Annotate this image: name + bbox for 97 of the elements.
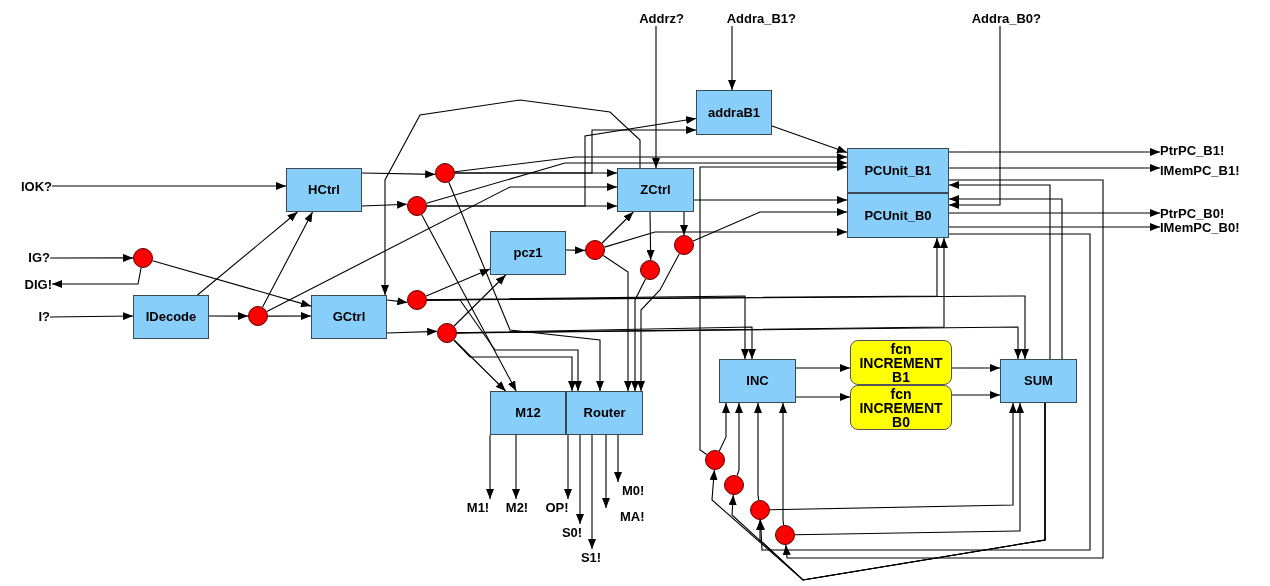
process-box: PCUnit_B1 — [847, 148, 949, 193]
process-box: addraB1 — [696, 90, 772, 135]
arrow — [948, 223, 1161, 231]
port-label: IOK? — [8, 178, 52, 194]
arrow — [637, 253, 680, 392]
port-label: S1! — [575, 549, 607, 565]
arrow — [448, 181, 604, 392]
arrow — [680, 211, 688, 236]
port-label: S0! — [556, 524, 588, 540]
arrow — [426, 299, 582, 392]
port-label: PtrPC_B0! — [1160, 206, 1250, 220]
arrow — [454, 153, 848, 173]
arrow — [49, 253, 134, 262]
arrow — [564, 434, 572, 500]
arrow — [754, 402, 762, 501]
arrow — [426, 237, 941, 301]
arrow — [51, 267, 142, 288]
arrow — [794, 402, 1024, 536]
arrow — [779, 402, 787, 526]
arrow — [757, 233, 1091, 551]
arrow — [652, 25, 660, 169]
arrow — [51, 182, 287, 190]
arrow — [948, 148, 1161, 156]
arrow — [361, 170, 436, 179]
process-box: HCtrl — [286, 168, 362, 212]
arrow — [266, 183, 618, 312]
arrow — [267, 312, 312, 320]
arrow — [426, 159, 848, 204]
arrow — [699, 163, 848, 456]
arrow — [262, 211, 314, 308]
arrow — [795, 364, 851, 372]
port-label: M1! — [462, 499, 494, 515]
process-box: INC — [719, 359, 796, 403]
arrow — [692, 208, 848, 242]
arrow — [951, 364, 1001, 372]
port-label: I? — [20, 308, 50, 324]
arrow — [453, 339, 576, 392]
arrow — [951, 391, 1001, 399]
process-box: SUM — [1000, 359, 1077, 403]
arrow — [453, 274, 507, 327]
port-label: DIG! — [8, 276, 52, 292]
port-label: IMemPC_B0! — [1160, 220, 1260, 234]
arrow — [456, 237, 948, 334]
arrow — [208, 312, 249, 321]
arrow — [49, 312, 134, 321]
arrow — [425, 268, 491, 297]
arrow — [576, 434, 584, 525]
port-label: M2! — [500, 499, 534, 515]
port-label: PtrPC_B1! — [1160, 142, 1250, 158]
arrow — [948, 209, 1161, 217]
function-box: fcn INCREMENT B0 — [850, 385, 952, 430]
arrow — [735, 402, 743, 477]
arrow — [588, 434, 596, 550]
process-box: Router — [566, 391, 643, 435]
port-label: Addra_B0? — [955, 10, 1041, 26]
process-box: IDecode — [133, 295, 209, 339]
arrow — [728, 25, 736, 91]
arrow — [381, 99, 641, 296]
arrow — [601, 211, 634, 244]
arrow — [614, 434, 622, 483]
arrow — [565, 246, 586, 255]
arrow — [948, 195, 1063, 360]
arrow — [795, 393, 851, 401]
arrow — [948, 181, 1051, 360]
port-label: OP! — [540, 499, 574, 515]
port-label: M0! — [612, 482, 656, 498]
process-box: PCUnit_B0 — [847, 193, 949, 238]
port-label: IG? — [10, 249, 50, 265]
arrow — [386, 327, 438, 336]
arrow — [771, 125, 848, 154]
arrow — [196, 211, 299, 296]
arrow — [646, 211, 655, 261]
arrow — [512, 434, 520, 500]
arrow — [631, 278, 647, 392]
arrow — [426, 116, 697, 207]
arrow — [693, 196, 848, 204]
port-label: MA! — [598, 508, 656, 524]
arrow — [769, 402, 1017, 511]
arrow — [782, 179, 1104, 559]
arrow — [604, 228, 848, 248]
arrow — [486, 434, 494, 500]
process-box: GCtrl — [311, 295, 387, 339]
process-box: ZCtrl — [617, 168, 694, 212]
process-box: M12 — [490, 391, 566, 435]
port-label: Addrz? — [630, 10, 684, 26]
arrow — [718, 402, 730, 452]
arrow — [421, 214, 517, 392]
arrow — [454, 126, 697, 174]
port-label: Addra_B1? — [710, 10, 796, 26]
port-label: IMemPC_B1! — [1160, 162, 1260, 178]
arrow — [948, 164, 1161, 172]
arrow — [948, 25, 1001, 209]
arrow — [386, 297, 408, 306]
process-box: pcz1 — [490, 231, 566, 275]
arrow — [152, 260, 312, 308]
arrow — [602, 434, 610, 509]
arrow — [361, 200, 408, 209]
